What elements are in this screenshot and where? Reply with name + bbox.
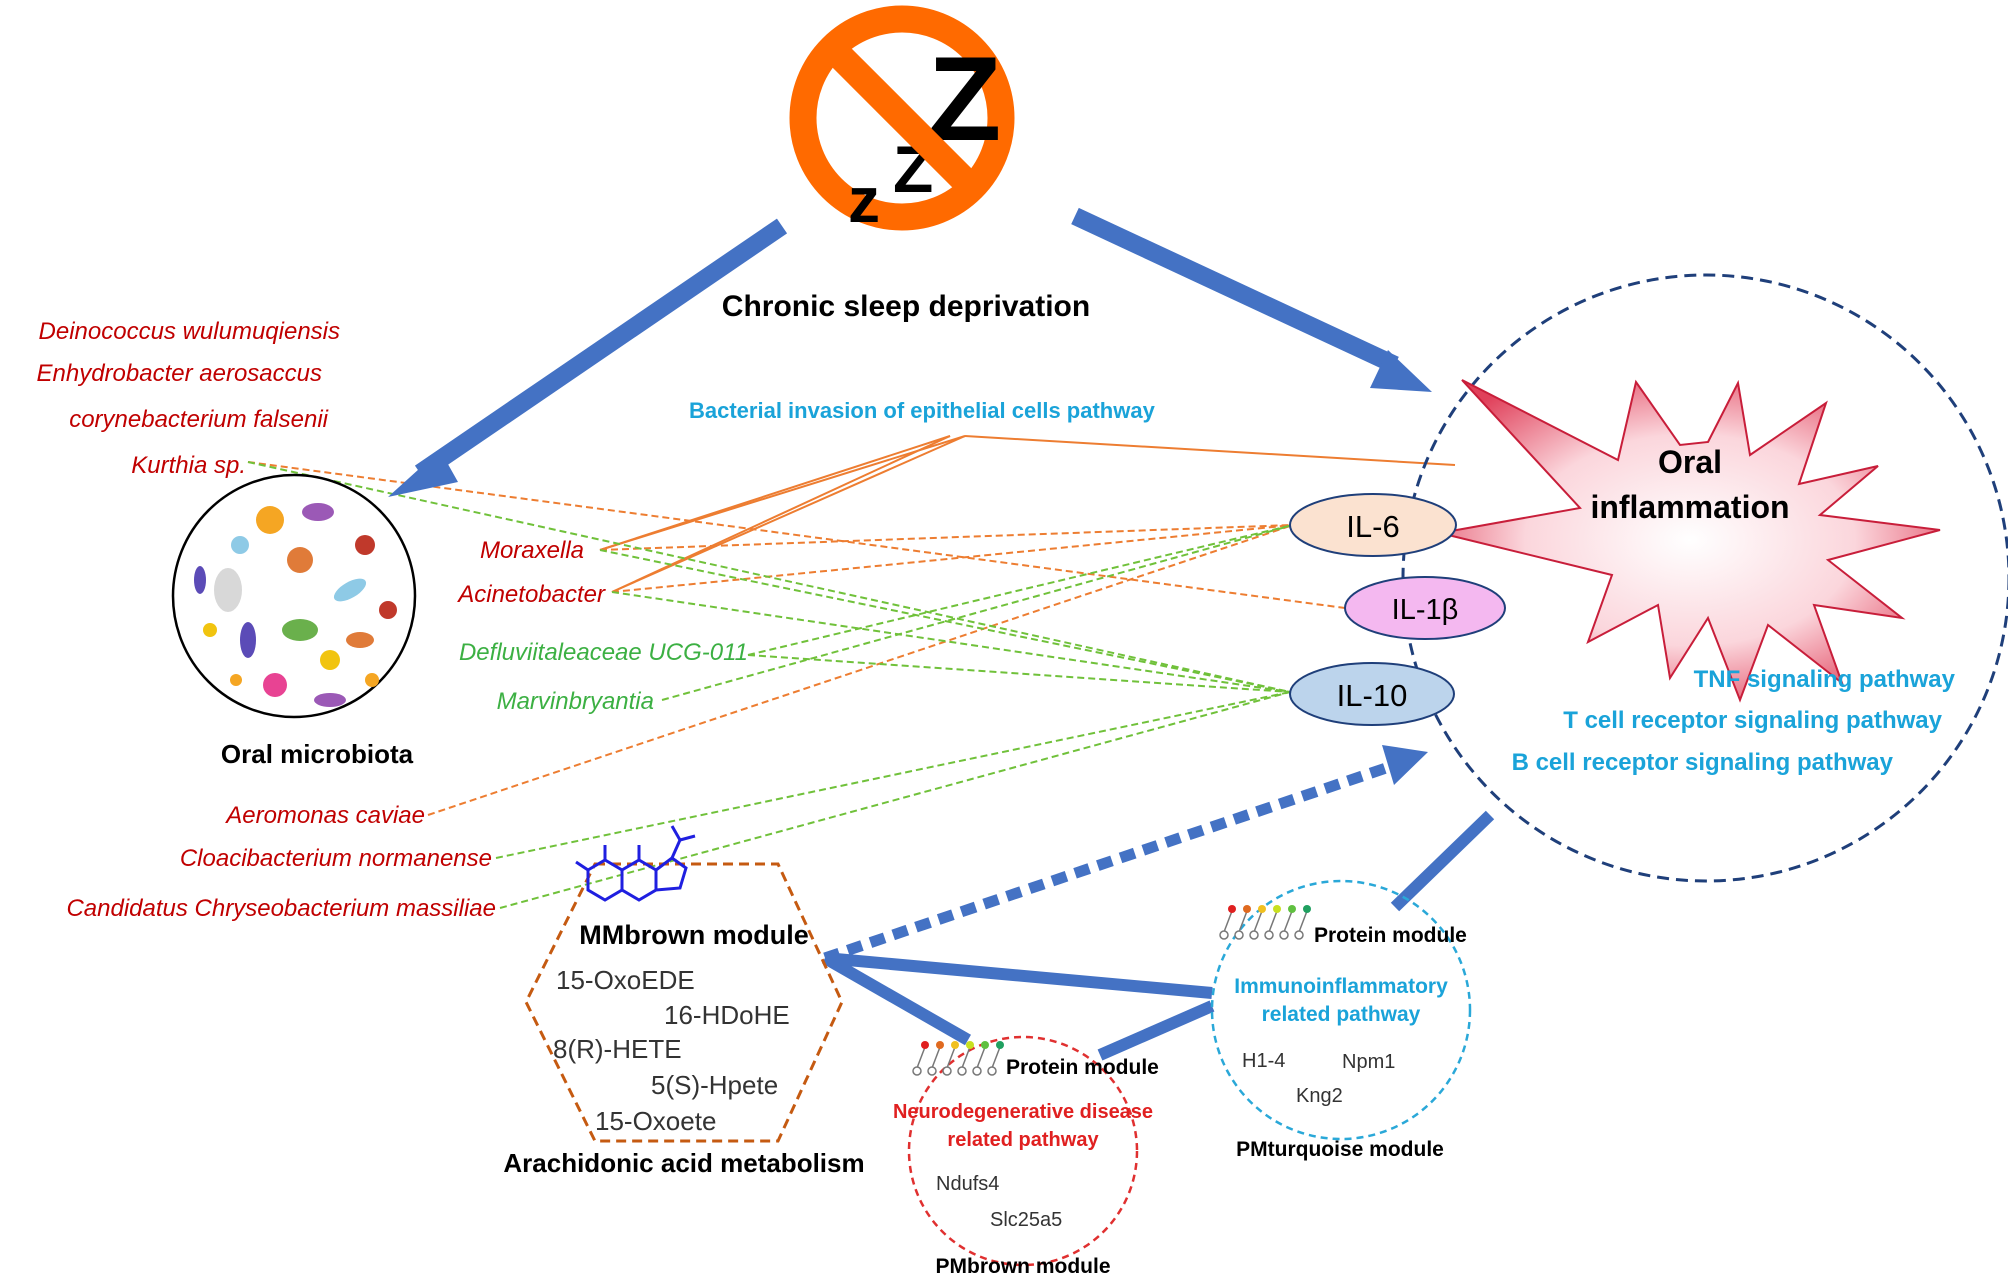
pmturquoise-circle xyxy=(1210,879,1472,1141)
dashed-line-kurthia-il1b xyxy=(247,461,1346,609)
dashed-line-defluviitaleaceae-il6 xyxy=(747,524,1294,656)
protein-module-icon-brown xyxy=(912,1041,1004,1076)
dashed-line-marvinbryantia-il6 xyxy=(661,524,1294,701)
link-pmturquoise-inflammation xyxy=(1390,810,1495,912)
dashed-line-kurthia-il10 xyxy=(247,461,1291,693)
solid-line-pathway-cross-2 xyxy=(599,435,951,551)
solid-line-pathway-cross-1 xyxy=(611,435,951,593)
microbiota-icon xyxy=(171,473,417,719)
mmbrown-caption: Arachidonic acid metabolism xyxy=(503,1148,864,1178)
metabolite-16-hdohe: 16-HDoHE xyxy=(664,1000,790,1030)
chronic-sleep-deprivation-label: Chronic sleep deprivation xyxy=(722,290,1090,323)
pmbrown-pathway-line2: related pathway xyxy=(947,1129,1099,1151)
il10-label: IL-10 xyxy=(1337,678,1408,713)
zzz-small: z xyxy=(848,164,880,236)
dashed-line-moraxella-il10 xyxy=(599,549,1291,693)
il6-label: IL-6 xyxy=(1346,509,1399,544)
dashed-line-aeromonas-il6 xyxy=(427,524,1294,816)
taxon-kurthia: Kurthia sp. xyxy=(131,452,246,479)
link-mmbrown-pmturquoise xyxy=(824,952,1213,999)
dashed-line-candidatus-il10 xyxy=(499,691,1291,909)
il1b-node xyxy=(1344,576,1506,640)
metabolite-8r-hete: 8(R)-HETE xyxy=(553,1034,682,1064)
molecule-icon xyxy=(575,825,696,902)
il6-node xyxy=(1289,493,1457,557)
connection-lines xyxy=(247,435,1456,909)
mmbrown-hexagon xyxy=(524,862,844,1143)
protein-slc25a5: Slc25a5 xyxy=(990,1209,1062,1231)
protein-npm1: Npm1 xyxy=(1342,1051,1395,1073)
inflammation-title-line1: Oral xyxy=(1658,444,1722,480)
pathway-tnf: TNF signaling pathway xyxy=(1694,666,1956,693)
link-pmbrown-pmturquoise xyxy=(1097,1000,1215,1061)
mmbrown-title: MMbrown module xyxy=(579,920,808,950)
arrow-to-microbiota-head xyxy=(388,450,458,497)
arrow-to-inflammation-head xyxy=(1370,350,1432,392)
taxon-acinetobacter: Acinetobacter xyxy=(456,581,606,608)
metabolite-5s-hpete: 5(S)-Hpete xyxy=(651,1070,778,1100)
il10-node xyxy=(1289,662,1455,726)
prohibit-slash xyxy=(822,38,982,198)
dashed-line-cloacibacterium-il10 xyxy=(495,691,1291,859)
protein-ndufs4: Ndufs4 xyxy=(936,1173,999,1195)
il1b-label: IL-1β xyxy=(1392,594,1459,626)
pmbrown-circle xyxy=(907,1035,1139,1267)
link-mmbrown-pmbrown xyxy=(822,952,971,1046)
taxon-candidatus: Candidatus Chryseobacterium massiliae xyxy=(66,895,496,922)
dotted-arrow-head xyxy=(1382,745,1428,785)
metabolite-15-oxoete: 15-Oxoete xyxy=(595,1106,716,1136)
pmbrown-caption: PMbrown module xyxy=(936,1255,1111,1277)
dashed-line-acinetobacter-il6 xyxy=(611,524,1294,593)
inflammation-title-line2: inflammation xyxy=(1590,489,1789,525)
pathway-t-cell: T cell receptor signaling pathway xyxy=(1563,707,1942,734)
arrow-to-inflammation-shaft xyxy=(1071,207,1399,374)
pmturquoise-caption: PMturquoise module xyxy=(1236,1138,1444,1161)
taxon-deinococcus: Deinococcus wulumuqiensis xyxy=(39,318,340,345)
taxon-corynebacterium: corynebacterium falsenii xyxy=(69,406,328,433)
pmturquoise-pathway-line1: Immunoinflammatory xyxy=(1234,975,1448,998)
module-links xyxy=(822,745,1495,1061)
dashed-line-moraxella-il6 xyxy=(599,524,1294,551)
taxon-enhydrobacter: Enhydrobacter aerosaccus xyxy=(37,360,323,387)
protein-kng2: Kng2 xyxy=(1296,1085,1343,1107)
pmturquoise-pathway-line2: related pathway xyxy=(1262,1003,1421,1026)
taxon-moraxella: Moraxella xyxy=(480,537,584,564)
inflammation-starburst xyxy=(1439,379,1941,703)
taxon-defluviitaleaceae: Defluviitaleaceae UCG-011 xyxy=(459,639,748,666)
dotted-arrow-shaft xyxy=(823,760,1394,964)
metabolite-15-oxoede: 15-OxoEDE xyxy=(556,965,695,995)
pmbrown-protein-label: Protein module xyxy=(1006,1056,1159,1079)
no-sleep-icon: z Z Z xyxy=(789,5,1015,236)
solid-line-pathway-to-inflammation xyxy=(964,435,1456,466)
pathway-b-cell: B cell receptor signaling pathway xyxy=(1512,749,1894,776)
oral-microbiota-label: Oral microbiota xyxy=(221,739,414,769)
pmturquoise-protein-label: Protein module xyxy=(1314,924,1467,947)
taxon-aeromonas: Aeromonas caviae xyxy=(224,802,425,829)
solid-line-pathway-to-acinetobacter xyxy=(611,435,966,593)
taxon-marvinbryantia: Marvinbryantia xyxy=(497,688,654,715)
pmbrown-pathway-line1: Neurodegenerative disease xyxy=(893,1101,1153,1123)
bacterial-invasion-pathway-label: Bacterial invasion of epithelial cells p… xyxy=(689,398,1156,423)
prohibit-ring xyxy=(789,5,1015,231)
dashed-line-acinetobacter-il10 xyxy=(611,591,1291,693)
taxon-cloacibacterium: Cloacibacterium normanense xyxy=(180,845,492,872)
protein-h1-4: H1-4 xyxy=(1242,1050,1285,1072)
dashed-line-defluviitaleaceae-il10 xyxy=(747,654,1291,693)
main-arrows xyxy=(388,207,1432,497)
arrow-to-microbiota-shaft xyxy=(414,218,788,481)
protein-module-icon-turquoise xyxy=(1219,905,1311,940)
